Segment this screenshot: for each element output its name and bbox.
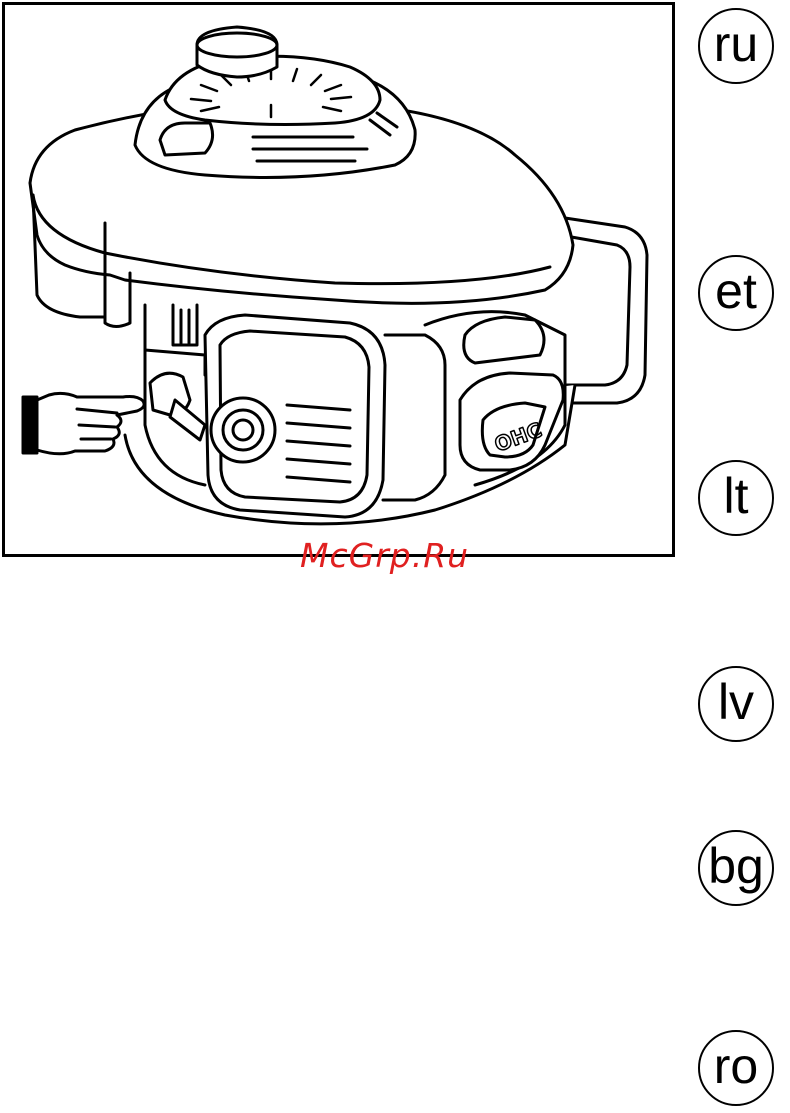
engine-illustration: OHC [2,2,675,557]
language-badge-bg: bg [698,830,774,906]
engine-drawing: OHC [5,5,672,554]
language-badge-ru: ru [698,8,774,84]
language-code: ru [714,19,758,69]
language-code: lt [724,471,749,521]
language-code: ro [714,1041,758,1091]
language-badge-lt: lt [698,460,774,536]
language-code: lv [718,677,754,727]
language-badge-ro: ro [698,1030,774,1106]
language-code: et [715,266,757,316]
watermark-text: McGrp.Ru [300,536,469,575]
language-badge-et: et [698,255,774,331]
language-code: bg [708,841,764,891]
language-badge-lv: lv [698,666,774,742]
